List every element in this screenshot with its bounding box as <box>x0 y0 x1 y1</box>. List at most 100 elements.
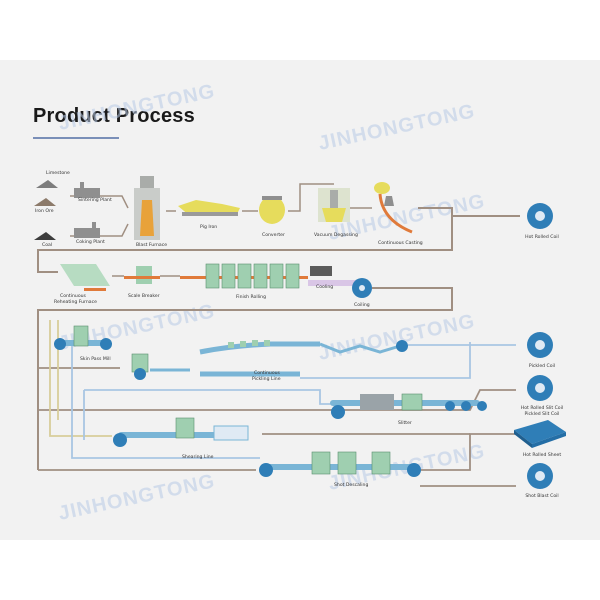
coil-icon <box>331 405 345 419</box>
finish-rolling: Finish Rolling <box>180 263 308 300</box>
flow-line <box>300 342 471 379</box>
coil-icon <box>100 338 112 350</box>
scale-breaker: Scale Breaker <box>124 266 160 299</box>
label-shearing-line: Shearing Line <box>182 454 214 460</box>
label-slitter: Slitter <box>398 420 412 426</box>
hot-rolled-sheet-icon <box>514 420 566 444</box>
product-hot-rolled-sheet: Hot Rolled Sheet <box>514 420 566 458</box>
continuous-casting-icon <box>384 196 394 206</box>
label-iron-ore: Iron Ore <box>35 208 54 214</box>
scale-breaker-icon <box>136 266 152 284</box>
hot-rolled-sheet-icon <box>532 432 566 448</box>
flow-lines <box>37 183 520 487</box>
coiling-icon <box>359 285 365 291</box>
label-coal: Coal <box>42 242 52 248</box>
coal-pile-icon <box>34 232 56 240</box>
watermark: JINHONGTONG <box>316 310 477 365</box>
vacuum-degassing-icon <box>322 208 346 222</box>
label-continuous-reheating-2: Reheating Furnace <box>54 299 97 305</box>
products: Hot Rolled Coil Pickled Coil Hot Rolled … <box>514 203 566 499</box>
flow-line <box>288 183 334 212</box>
slitter-icon <box>401 393 423 411</box>
converter-icon <box>259 196 285 224</box>
coking-plant-icon <box>92 222 96 228</box>
coil-icon <box>445 401 455 411</box>
shot-blast-icon <box>371 451 391 475</box>
label-shot-blast-coil: Shot Blast Coil <box>525 493 558 499</box>
pig-iron-icon <box>182 212 238 216</box>
title-underline <box>33 137 119 139</box>
finish-rolling-stand-icon <box>205 263 220 289</box>
blast-furnace-icon <box>140 200 154 236</box>
shot-blast-icon <box>337 451 357 475</box>
reheating-furnace-icon <box>60 264 110 286</box>
converter-icon <box>262 196 282 200</box>
label-blast-furnace: Blast Furnace <box>136 242 167 248</box>
flow-line <box>38 389 516 411</box>
pickling-roller-icon <box>252 340 258 346</box>
flow-line <box>71 345 260 459</box>
coiling: Coiling <box>352 278 372 308</box>
blast-furnace: Blast Furnace <box>134 176 167 248</box>
finish-rolling-stand-icon <box>253 263 268 289</box>
label-scale-breaker: Scale Breaker <box>128 293 160 299</box>
label-shot-descaling: Shot Descaling <box>334 482 368 488</box>
finish-rolling-stand-icon <box>221 263 236 289</box>
reheating-furnace: Continuous Reheating Furnace <box>54 264 110 305</box>
pig-iron: Pig Iron <box>178 200 240 230</box>
page-title: Product Process <box>33 105 195 127</box>
reheating-furnace-icon <box>84 288 106 291</box>
label-vacuum-degassing: Vacuum Degassing <box>314 232 358 238</box>
converter: Converter <box>259 196 285 238</box>
label-hot-rolled-sheet: Hot Rolled Sheet <box>523 452 562 458</box>
raw-materials: Limestone Sintering Plant Iron Ore Coal … <box>34 170 112 248</box>
coking-plant-icon <box>74 228 100 238</box>
pickling-roller-icon <box>240 341 246 347</box>
product-pickled-coil: Pickled Coil <box>527 332 555 369</box>
coil-icon <box>461 401 471 411</box>
flow-line <box>420 433 516 471</box>
hot-rolled-sheet-icon <box>514 430 532 448</box>
skin-pass-mill: Skin Pass Mill <box>54 325 112 362</box>
finish-rolling-stand-icon <box>237 263 252 289</box>
label-hot-rolled-coil: Hot Rolled Coil <box>525 234 559 240</box>
finish-rolling-stand-icon <box>269 263 284 289</box>
product-hot-rolled-coil: Hot Rolled Coil <box>525 203 559 240</box>
coil-icon <box>477 401 487 411</box>
sintering-plant-icon <box>74 188 100 198</box>
sheet-stack-icon <box>213 425 249 441</box>
cooling: Cooling <box>308 266 364 290</box>
limestone-pile-icon <box>36 180 58 188</box>
label-continuous-casting: Continuous Casting <box>378 240 423 246</box>
pickled-coil-icon <box>535 340 545 350</box>
shearing-belt <box>118 432 228 438</box>
continuous-casting: Continuous Casting <box>374 182 423 246</box>
coil-icon <box>396 340 408 352</box>
scale-breaker-icon <box>124 276 160 279</box>
slit-coil-icon <box>535 383 545 393</box>
label-cooling: Cooling <box>316 284 333 290</box>
label-pickled-coil: Pickled Coil <box>529 363 555 369</box>
shot-blast-coil-icon <box>535 471 545 481</box>
hot-rolled-coil-icon <box>535 211 545 221</box>
continuous-casting-icon <box>374 182 390 194</box>
coil-icon <box>54 338 66 350</box>
product-shot-blast-coil: Shot Blast Coil <box>525 463 559 499</box>
label-pickling-2: Pickling Line <box>252 376 281 382</box>
watermark: JINHONGTONG <box>316 100 477 155</box>
finish-rolling-stand-icon <box>285 263 300 289</box>
label-converter: Converter <box>262 232 285 238</box>
label-skin-pass-mill: Skin Pass Mill <box>80 356 111 362</box>
label-slit-coil-2: Pickled Slit Coil <box>525 411 560 417</box>
coil-icon <box>134 368 146 380</box>
shot-descaling: Shot Descaling <box>259 451 421 488</box>
label-slit-coil-1: Hot Rolled Slit Coil <box>521 405 563 411</box>
flow-line <box>37 207 453 273</box>
label-finish-rolling: Finish Rolling <box>236 294 266 300</box>
product-slit-coil: Hot Rolled Slit Coil Pickled Slit Coil <box>521 375 563 417</box>
skin-pass-mill-icon <box>73 325 89 347</box>
vacuum-degassing: Vacuum Degassing <box>314 188 358 238</box>
label-continuous-reheating-1: Continuous <box>60 293 87 299</box>
label-limestone: Limestone <box>46 170 70 176</box>
